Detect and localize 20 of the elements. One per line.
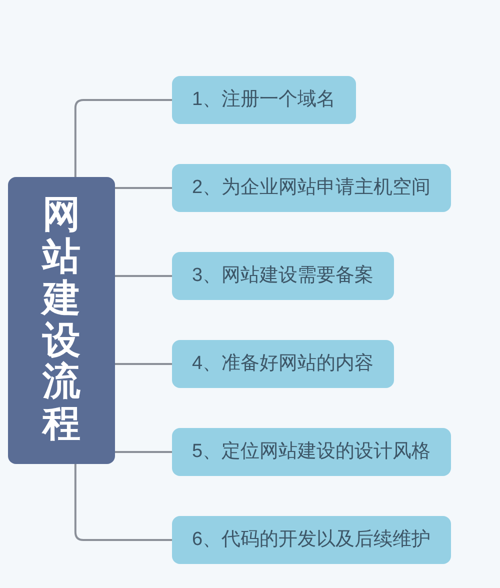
step-box: [172, 516, 451, 564]
connector-line: [115, 363, 172, 365]
root-label: 网站建设流程: [42, 195, 80, 446]
step-label: 1、注册一个域名: [192, 88, 336, 112]
connector-line: [115, 451, 172, 453]
connector-line: [115, 275, 172, 277]
step-label: 3、网站建设需要备案: [192, 264, 374, 288]
connector-line: [115, 187, 172, 189]
step-box: [172, 164, 451, 212]
step-label: 5、定位网站建设的设计风格: [192, 440, 431, 464]
step-box: [172, 340, 394, 388]
step-label: 2、为企业网站申请主机空间: [192, 176, 431, 200]
root-box: [8, 177, 115, 464]
step-box: [172, 252, 394, 300]
step-box: [172, 428, 451, 476]
step-label: 6、代码的开发以及后续维护: [192, 528, 431, 552]
step-box: [172, 76, 356, 124]
connector-line: [74, 464, 172, 541]
connector-line: [74, 99, 172, 177]
step-label: 4、准备好网站的内容: [192, 352, 374, 376]
